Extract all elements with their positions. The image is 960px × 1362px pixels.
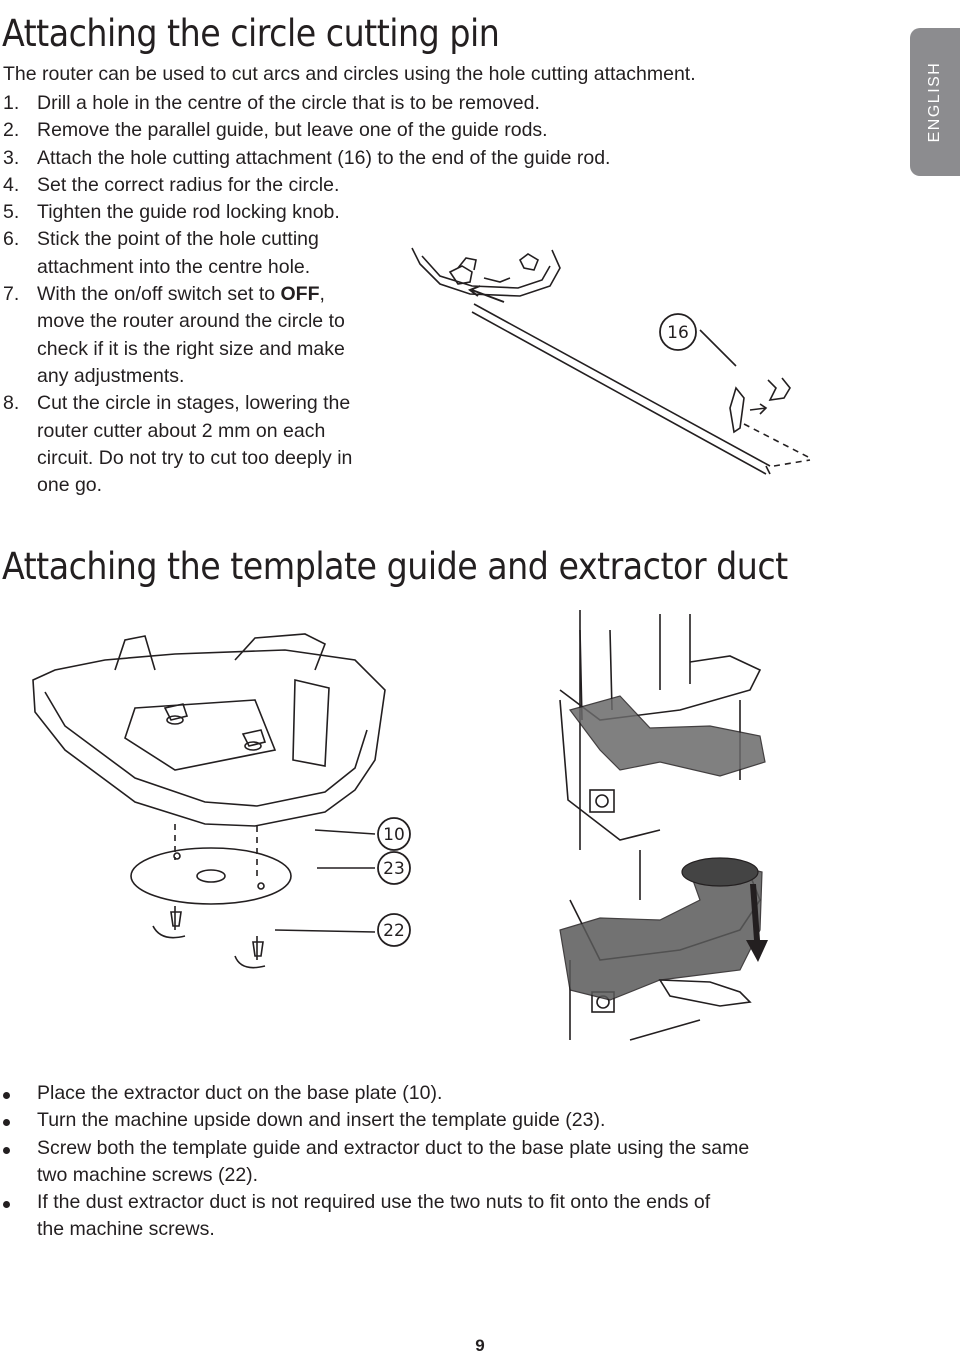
page-number: 9 — [475, 1336, 485, 1355]
bullet-text: Turn the machine upside down and insert … — [37, 1109, 606, 1132]
step-text: Cut the circle in stages, lowering the r… — [37, 392, 353, 497]
step-item: 3. Attach the hole cutting attachment (16… — [3, 145, 610, 172]
bullet-item: Place the extractor duct on the base pla… — [3, 1080, 803, 1107]
step-number: 4. — [3, 173, 20, 196]
bullet-text: Place the extractor duct on the base pla… — [37, 1082, 443, 1104]
circle-cutting-illustration: 16 — [411, 247, 811, 475]
callout-label: 22 — [383, 921, 405, 941]
bullet-dot-icon — [3, 1119, 10, 1127]
step-item: 7. With the on/off switch set to OFF, mov… — [3, 281, 367, 390]
step-item: 8. Cut the circle in stages, lowering the… — [3, 390, 367, 499]
step-text: , move the router around the circle to c… — [37, 283, 345, 387]
step-text: Tighten the guide rod locking knob. — [37, 201, 340, 224]
callout-label: 16 — [667, 323, 689, 343]
section-title-circle-cutting: Attaching the circle cutting pin — [2, 12, 500, 55]
step-text: Drill a hole in the centre of the circle… — [37, 92, 540, 114]
callout-label: 10 — [383, 825, 405, 845]
bullet-item: Screw both the template guide and extrac… — [3, 1135, 767, 1190]
step-number: 8. — [3, 392, 20, 415]
step-emphasis: OFF — [280, 283, 320, 306]
bullet-text: Screw both the template guide and extrac… — [37, 1136, 750, 1186]
intro-paragraph: The router can be used to cut arcs and c… — [3, 63, 696, 85]
step-item: 1. Drill a hole in the centre of the circ… — [3, 90, 610, 117]
bullet-dot-icon — [3, 1146, 10, 1154]
step-text: With the on/off switch set to — [37, 283, 281, 306]
callout-23: 23 — [377, 851, 411, 885]
step-item: 5. Tighten the guide rod locking knob. — [3, 199, 610, 226]
step-text: Remove the parallel guide, but leave one… — [37, 119, 548, 142]
step-number: 7. — [3, 283, 20, 306]
step-number: 3. — [3, 146, 20, 169]
callout-10: 10 — [377, 817, 411, 851]
template-guide-illustration — [32, 633, 386, 969]
step-number: 5. — [3, 201, 20, 224]
step-item: 2. Remove the parallel guide, but leave o… — [3, 117, 610, 144]
language-tab: ENGLISH — [910, 28, 960, 176]
bullet-dot-icon — [3, 1092, 10, 1099]
step-number: 6. — [3, 228, 20, 251]
callout-16: 16 — [659, 313, 697, 351]
step-item: 6. Stick the point of the hole cutting at… — [3, 226, 367, 281]
step-text: Stick the point of the hole cutting atta… — [37, 228, 319, 278]
bullet-dot-icon — [3, 1201, 10, 1209]
step-text: Attach the hole cutting attachment (16) … — [37, 146, 611, 169]
callout-22: 22 — [377, 913, 411, 947]
bullet-item: If the dust extractor duct is not requir… — [3, 1189, 737, 1244]
step-text: Set the correct radius for the circle. — [37, 173, 340, 196]
step-item: 4. Set the correct radius for the circle. — [3, 172, 610, 199]
step-number: 1. — [3, 92, 20, 114]
callout-group-left: 10 23 22 — [377, 817, 411, 947]
language-label: ENGLISH — [926, 61, 943, 143]
extractor-duct-illustration — [559, 610, 768, 1041]
callout-label: 23 — [383, 859, 405, 879]
steps-list: 1. Drill a hole in the centre of the circ… — [3, 90, 610, 499]
step-number: 2. — [3, 119, 20, 142]
bullet-item: Turn the machine upside down and insert … — [3, 1107, 803, 1134]
section-title-template-guide: Attaching the template guide and extract… — [2, 545, 788, 588]
bullet-text: If the dust extractor duct is not requir… — [37, 1191, 711, 1241]
bullet-list: Place the extractor duct on the base pla… — [3, 1080, 803, 1244]
